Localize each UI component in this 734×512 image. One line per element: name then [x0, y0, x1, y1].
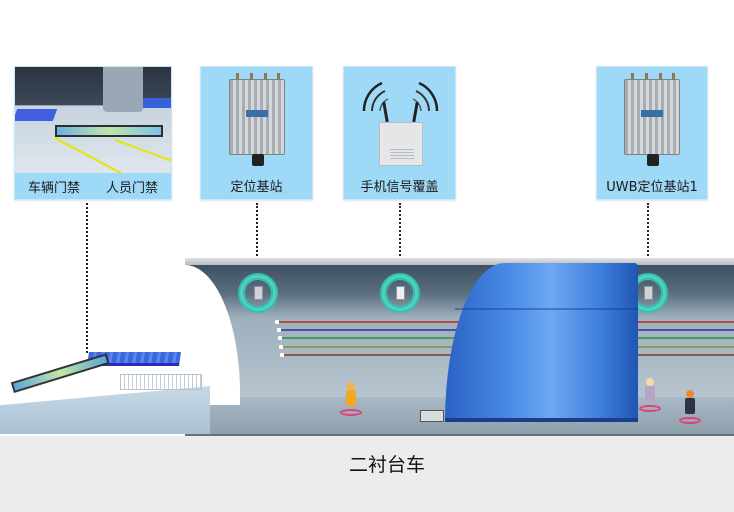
lane-marking	[114, 139, 171, 162]
gate-roof-left	[15, 109, 58, 121]
positioning-base-station-label: 定位基站	[230, 180, 283, 195]
lane-marking	[54, 137, 127, 175]
lining-trolley-label: 二衬台车	[348, 454, 425, 476]
trolley-machine-icon	[420, 410, 444, 422]
worker-walking-icon	[679, 390, 701, 424]
access-control-card: 车辆门禁 人员门禁	[14, 66, 172, 200]
access-control-captions: 车辆门禁 人员门禁	[15, 173, 171, 199]
tunnel-ceiling-bar	[185, 258, 734, 265]
signal-repeater-icon	[379, 122, 423, 166]
signal-repeater-marker-icon	[385, 278, 415, 308]
leader-line-signal	[399, 203, 401, 283]
positioning-station-marker-icon	[243, 278, 273, 308]
tunnel-arch-image	[103, 67, 143, 112]
positioning-base-station-card: 定位基站	[200, 66, 313, 200]
leader-line-access	[86, 203, 88, 353]
mobile-signal-label: 手机信号覆盖	[360, 180, 439, 195]
vehicle-access-label: 车辆门禁	[27, 180, 80, 196]
entrance-gate-area	[0, 350, 210, 436]
gate-fence	[120, 374, 202, 390]
uwb-device-icon	[624, 73, 680, 166]
mobile-signal-card: 手机信号覆盖	[343, 66, 456, 200]
uwb-base-station-card: UWB定位基站1	[596, 66, 708, 200]
gate-roof-right	[143, 98, 171, 108]
uwb-base-station-label: UWB定位基站1	[606, 180, 698, 195]
lining-trolley	[445, 263, 638, 422]
bottom-band	[0, 436, 734, 512]
base-station-device-icon	[228, 73, 285, 166]
signal-waves-icon	[362, 81, 439, 112]
leader-line-positioning	[256, 203, 258, 283]
worker-seated-icon	[639, 378, 661, 412]
personnel-access-label: 人员门禁	[105, 180, 158, 196]
entrance-ramp	[0, 386, 210, 434]
barrier-banner	[55, 125, 163, 137]
access-control-photo	[15, 67, 171, 175]
leader-line-uwb	[647, 203, 649, 283]
worker-orange-icon	[340, 382, 362, 416]
gate-barrier-banner	[10, 353, 110, 393]
